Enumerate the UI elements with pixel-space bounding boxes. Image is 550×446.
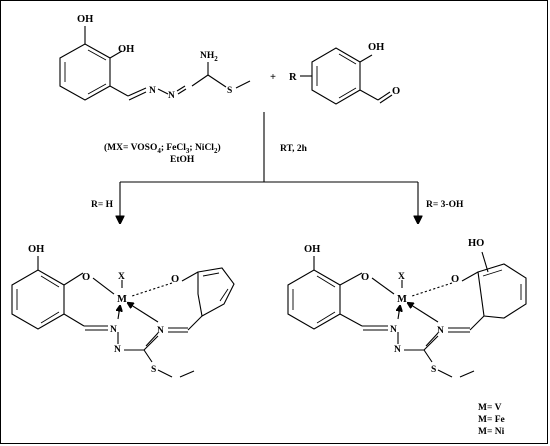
product-left-structure: [11, 256, 235, 378]
reactant-2-r-label: R: [289, 72, 297, 83]
right-branch-label: R= 3-OH: [426, 200, 464, 210]
reactant-1-benzene-ring: [59, 43, 111, 101]
product-right-oh2-label: HO: [468, 238, 484, 249]
product-right-o2-label: O: [451, 274, 459, 285]
product-left-m-label: M: [117, 294, 127, 305]
reactant-2-oh-label: OH: [368, 42, 384, 53]
product-left-o2-label: O: [171, 274, 179, 285]
product-left-ring-b: [197, 267, 235, 317]
reactant-2-o-label: O: [392, 86, 400, 97]
product-right-ring-b: [477, 263, 527, 319]
metal-legend-v: M= V: [478, 403, 502, 413]
product-left-oh-label: OH: [28, 244, 44, 255]
conditions-metal-salts: (MX= VOSO4; FeCl3; NiCl2): [104, 142, 221, 155]
product-right-ring-a: [287, 269, 341, 330]
metal-legend-fe: M= Fe: [478, 415, 505, 425]
reactant-2-structure: [300, 47, 393, 105]
metal-legend-ni: M= Ni: [478, 427, 505, 437]
product-right-n2-label: N: [394, 345, 401, 355]
reactant-1-s-label: S: [227, 86, 232, 96]
product-left-n2-label: N: [114, 345, 121, 355]
product-left-o1-label: O: [82, 272, 90, 283]
product-right-structure: [287, 251, 527, 378]
left-branch-label: R= H: [91, 200, 114, 210]
product-right-n3-label: N: [437, 326, 444, 336]
reactant-1-oh-second-label: OH: [118, 44, 134, 55]
conditions-solvent: EtOH: [170, 155, 195, 165]
reactant-2-benzene-ring: [311, 47, 361, 105]
reactant-1-oh-top-label: OH: [77, 14, 93, 25]
product-left-x-label: X: [118, 272, 125, 282]
product-left-n3-label: N: [157, 326, 164, 336]
metal-legend: M= V M= Fe M= Ni: [478, 403, 505, 437]
product-right-x-label: X: [398, 272, 405, 282]
plus-sign: +: [270, 72, 276, 83]
reactant-1-nh2-label: NH2: [200, 51, 218, 63]
product-right-oh1-label: OH: [304, 244, 320, 255]
product-right-s-label: S: [431, 365, 436, 375]
product-right-o1-label: O: [361, 272, 369, 283]
product-left-n1-label: N: [110, 325, 117, 335]
product-left-s-label: S: [151, 365, 156, 375]
reactant-1-structure: [59, 26, 251, 101]
product-right-n1-label: N: [390, 325, 397, 335]
product-right-m-label: M: [397, 294, 407, 305]
reactant-1-n2: N: [168, 91, 175, 101]
conditions-time: RT, 2h: [280, 144, 308, 154]
reactant-1-n1: N: [149, 86, 156, 96]
product-left-ring-a: [11, 269, 65, 330]
